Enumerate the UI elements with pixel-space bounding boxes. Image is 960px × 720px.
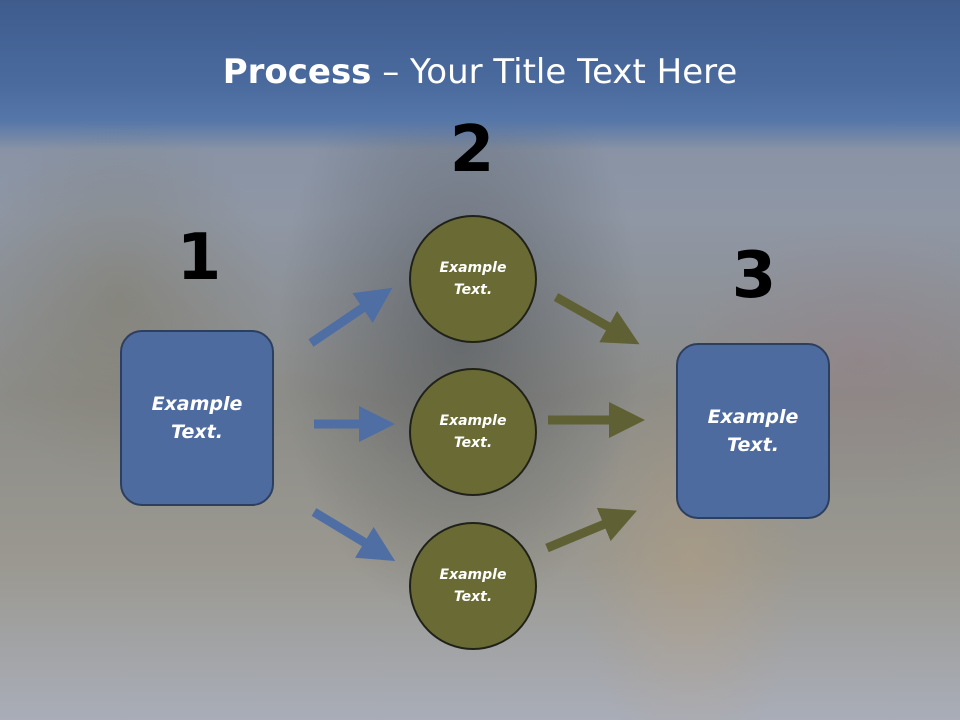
step-number-1: 1 [176,221,222,295]
title-bold: Process [222,52,372,92]
step-number-2: 2 [449,113,495,187]
title-band [0,0,960,150]
step-2-circle-3: Example Text. [409,522,537,650]
arrow-circle-3-to-3 [545,507,637,553]
circle-2-label: Example Text. [439,412,507,451]
step-2-circle-2: Example Text. [409,368,537,496]
step-1-label: Example Text. [151,392,243,444]
step-1-box: Example Text. [120,330,274,506]
step-number-3: 3 [731,239,777,313]
step-2-circle-1: Example Text. [409,215,537,343]
arrow-1-to-circle-1 [308,287,393,347]
circle-3-label: Example Text. [439,566,507,605]
title-rest: – Your Title Text Here [371,52,738,92]
step-3-label: Example Text. [707,405,799,457]
circle-1-label: Example Text. [439,259,507,298]
slide-title: Process – Your Title Text Here [0,52,960,92]
step-3-box: Example Text. [676,343,830,519]
arrow-1-to-circle-3 [311,508,396,561]
arrow-circle-1-to-3 [553,293,640,345]
